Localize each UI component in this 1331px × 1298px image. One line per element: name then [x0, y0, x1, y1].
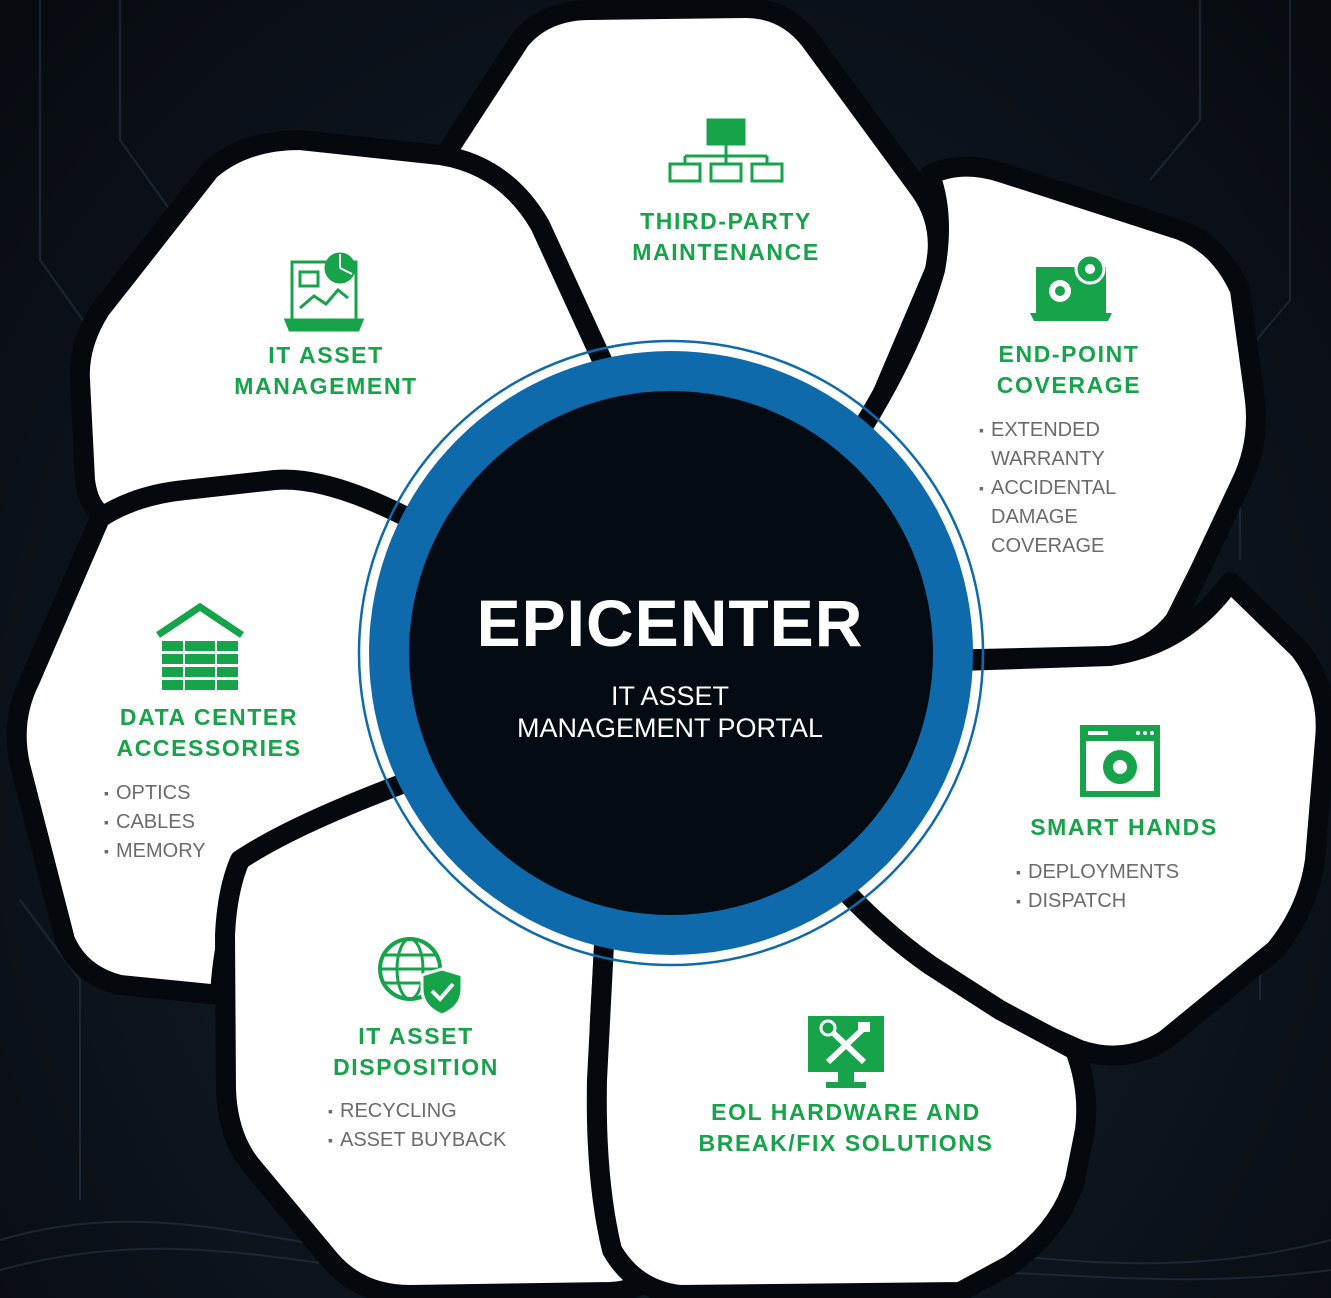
browser-gear-icon — [1080, 725, 1160, 797]
end-point-coverage-title: END-POINT COVERAGE — [958, 339, 1180, 401]
outer-thin-ring — [357, 339, 985, 967]
title-line: IT ASSET — [358, 1023, 474, 1049]
bullet-item: DISPATCH — [1016, 887, 1179, 916]
laptop-gears-icon — [1030, 253, 1112, 321]
bullet-item: EXTENDED — [979, 416, 1116, 445]
title-line: SMART HANDS — [1030, 814, 1218, 840]
data-center-accessories-bullets: OPTICS CABLES MEMORY — [104, 779, 206, 866]
title-line: BREAK/FIX SOLUTIONS — [698, 1130, 994, 1156]
bullet-item: ACCIDENTAL — [979, 474, 1116, 503]
hub-subtitle-line1: IT ASSET — [610, 681, 730, 711]
title-line: ACCESSORIES — [116, 735, 302, 761]
hub-rings — [357, 339, 985, 967]
end-point-coverage-bullets: EXTENDED WARRANTY ACCIDENTAL DAMAGE COVE… — [979, 416, 1116, 561]
it-asset-management-title: IT ASSET MANAGEMENT — [196, 340, 456, 402]
hierarchy-icon — [668, 118, 784, 183]
title-line: DISPOSITION — [333, 1054, 499, 1080]
title-line: DATA CENTER — [119, 704, 299, 730]
third-party-maintenance-title: THIRD-PARTY MAINTENANCE — [596, 206, 856, 268]
analytics-dashboard-icon — [283, 252, 365, 332]
bullet-item: MEMORY — [104, 837, 206, 866]
title-line: END-POINT — [998, 341, 1140, 367]
title-line: IT ASSET — [268, 342, 384, 368]
it-asset-disposition-title: IT ASSET DISPOSITION — [296, 1021, 536, 1083]
bullet-item: DAMAGE — [991, 506, 1078, 528]
bullet-item: ASSET BUYBACK — [328, 1126, 506, 1155]
globe-shield-icon — [378, 937, 464, 1017]
smart-hands-bullets: DEPLOYMENTS DISPATCH — [1016, 858, 1179, 916]
hub-subtitle-line2: MANAGEMENT PORTAL — [516, 713, 824, 743]
server-rack-icon — [156, 602, 244, 690]
data-center-accessories-title: DATA CENTER ACCESSORIES — [84, 702, 334, 764]
title-line: THIRD-PARTY — [640, 208, 812, 234]
monitor-tools-icon — [808, 1016, 884, 1088]
bullet-item: DEPLOYMENTS — [1016, 858, 1179, 887]
smart-hands-title: SMART HANDS — [1004, 812, 1244, 843]
hub-core — [409, 391, 933, 915]
it-asset-disposition-bullets: RECYCLING ASSET BUYBACK — [328, 1097, 506, 1155]
hub-title: EPICENTER — [476, 586, 864, 660]
hub-subtitle: IT ASSET MANAGEMENT PORTAL — [420, 680, 920, 744]
bullet-item: WARRANTY — [991, 448, 1105, 470]
title-line: EOL HARDWARE AND — [711, 1099, 981, 1125]
eol-hardware-title: EOL HARDWARE AND BREAK/FIX SOLUTIONS — [656, 1097, 1036, 1159]
title-line: MANAGEMENT — [234, 373, 418, 399]
title-line: MAINTENANCE — [632, 239, 820, 265]
bullet-item: COVERAGE — [991, 535, 1105, 557]
bullet-item: OPTICS — [104, 779, 206, 808]
bullet-item: CABLES — [104, 808, 206, 837]
title-line: COVERAGE — [996, 372, 1142, 398]
bullet-item: RECYCLING — [328, 1097, 506, 1126]
